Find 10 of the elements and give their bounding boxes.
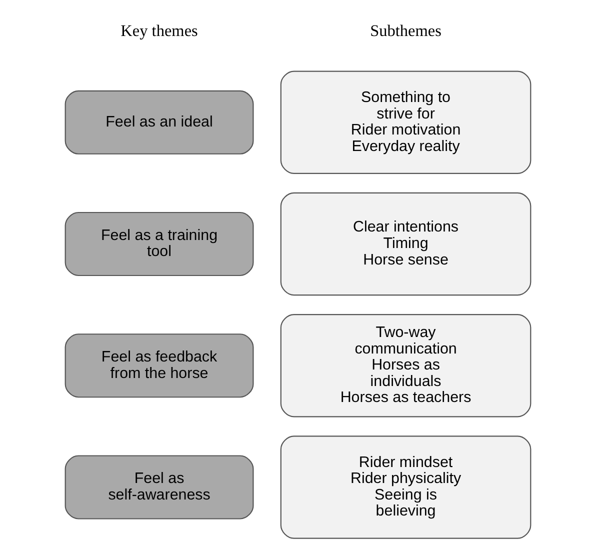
node-box: Feel as an ideal	[64, 90, 254, 154]
node-box: Feel as feedback from the horse	[64, 334, 254, 398]
node-box: Feel as self-awareness	[64, 455, 254, 520]
node-box: Clear intentions Timing Horse sense	[280, 192, 532, 296]
node-box: Two-way communication Horses as individuals Horses as teachers	[280, 314, 532, 418]
node-box: Feel as a training tool	[64, 212, 254, 276]
node-box: Rider mindset Rider physicality Seeing is believing	[280, 436, 532, 539]
label: Key themes	[120, 21, 198, 40]
node-box: Something to strive for Rider motivation Everyday reality	[280, 70, 532, 174]
label: Subthemes	[370, 21, 442, 40]
